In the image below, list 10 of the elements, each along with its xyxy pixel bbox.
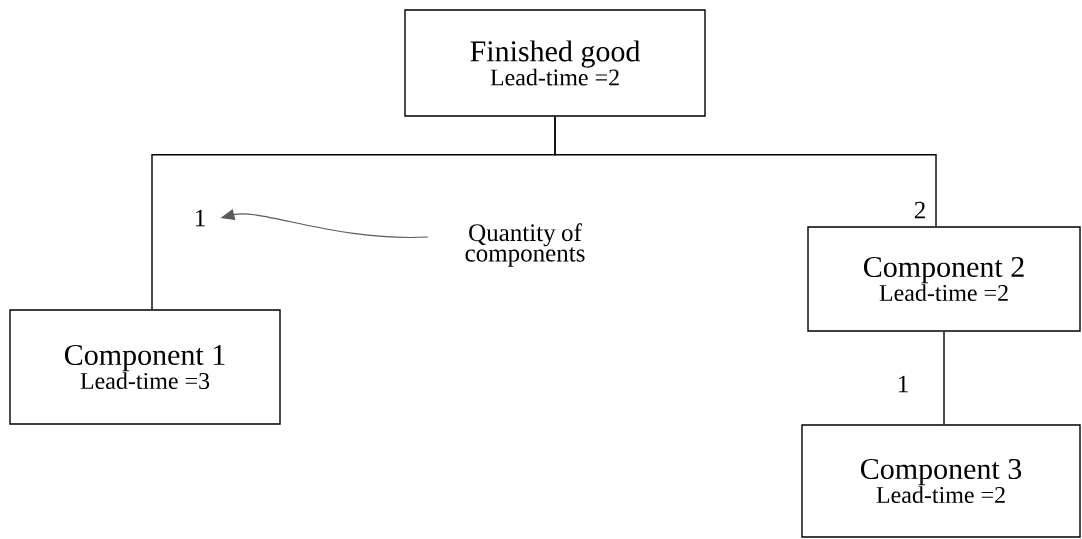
component-box: Finished good Lead-time =2 (404, 9, 706, 117)
edge-label: 2 (912, 200, 928, 220)
quantity-number: 1 (195, 209, 205, 227)
component-box: Component 1 Lead-time =3 (9, 309, 281, 425)
component-box: Component 3 Lead-time =2 (801, 424, 1081, 538)
edge-label: 1 (895, 374, 911, 394)
component-box: Component 2 Lead-time =2 (807, 226, 1081, 332)
connector-line (943, 331, 945, 425)
connector-line (554, 116, 937, 227)
annotation-text: Quantity of components (465, 223, 585, 267)
